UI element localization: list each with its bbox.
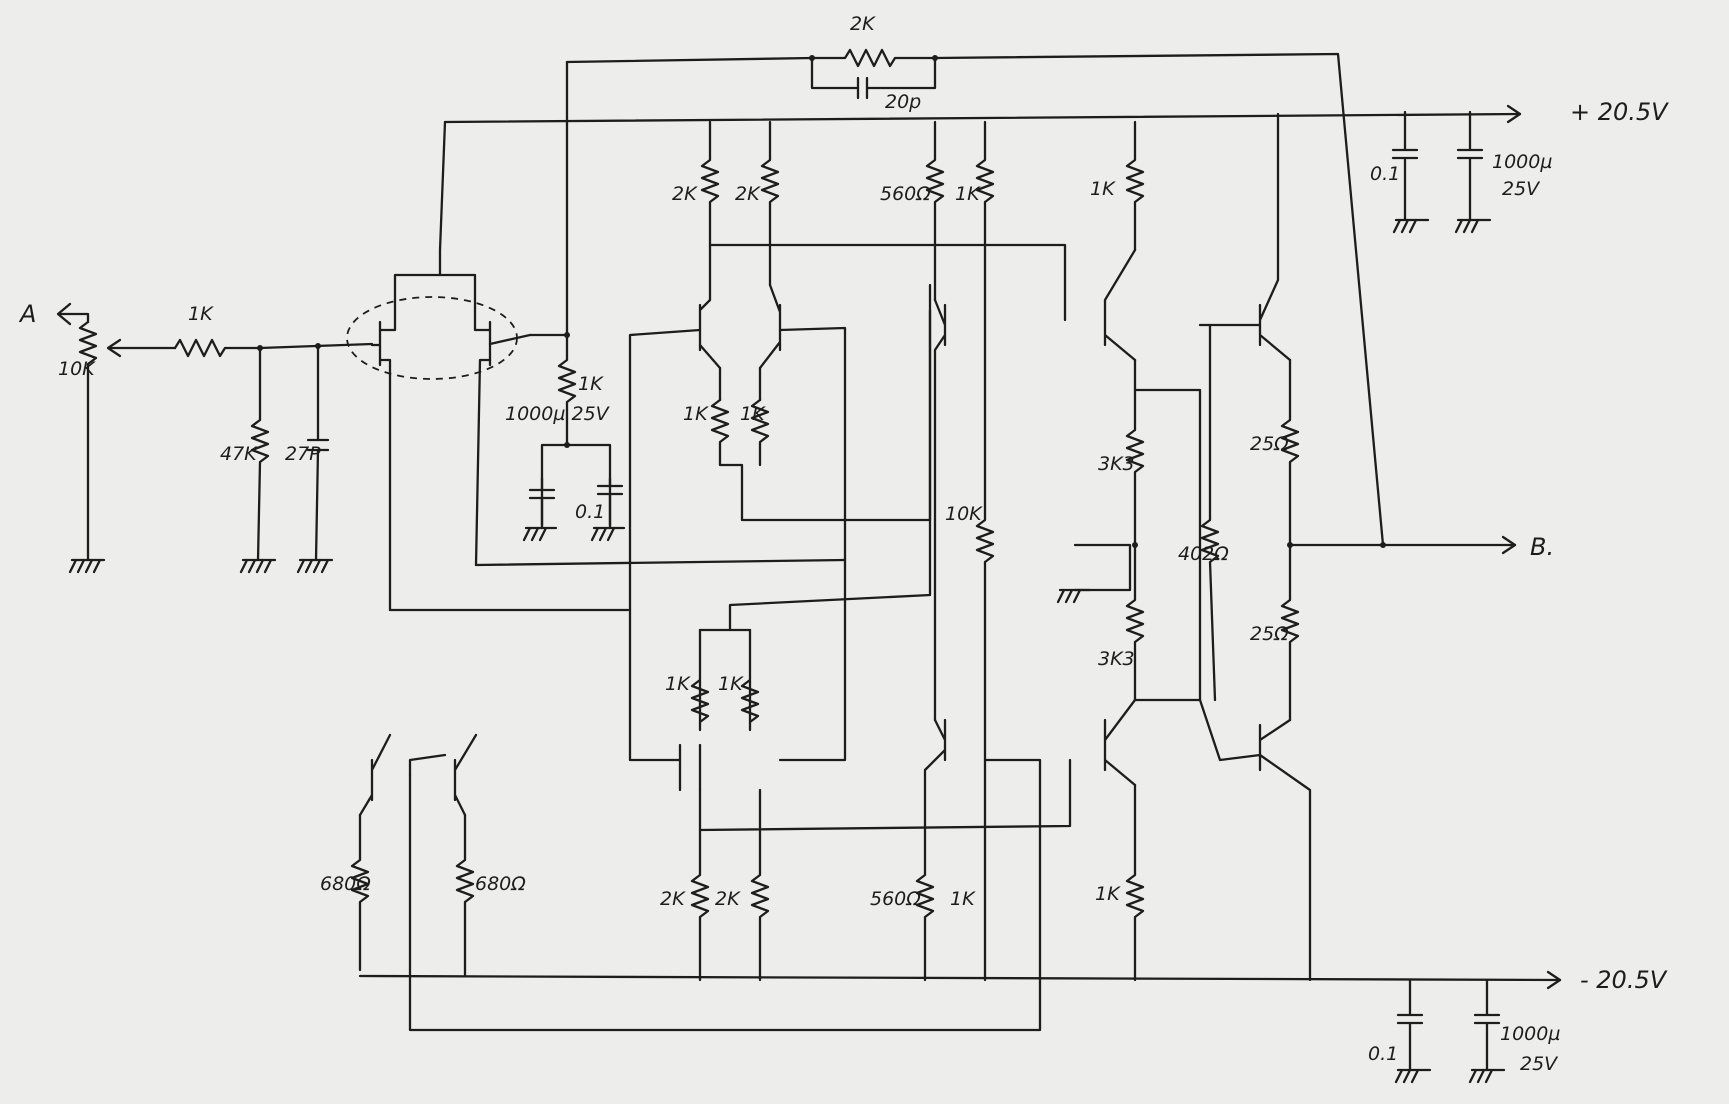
input-cap-label: 27P	[285, 443, 321, 465]
input-pair	[346, 120, 612, 612]
bias-top-resistor-label: 1K	[1090, 178, 1116, 200]
negative-supply-label: - 20.5V	[1580, 966, 1668, 994]
input-resistor-label: 1K	[188, 303, 214, 325]
vas-top-left-resistor-label: 2K	[672, 183, 698, 205]
bias-bottom-resistor-label: 1K	[1095, 883, 1121, 905]
input-section	[56, 302, 374, 562]
feedback-ground-resistor-label: 1K	[578, 373, 604, 395]
vas-bottom-2k-right-label: 2K	[715, 888, 741, 910]
vas-emitter-left-label: 1K	[683, 403, 709, 425]
volume-pot-label: 10K	[58, 358, 96, 380]
positive-rail	[443, 104, 1522, 124]
vas-bottom	[388, 308, 1072, 982]
bias-resistor-label: 47K	[220, 443, 258, 465]
driver-10k-label: 10K	[945, 503, 983, 525]
bias-3k3-top-label: 3K3	[1098, 453, 1135, 475]
current-mirror	[350, 733, 478, 977]
vas-bottom-left-resistor-label: 1K	[665, 673, 691, 695]
labels: A B. + 20.5V - 20.5V 2K 20p 10K 1K 47K 2…	[18, 13, 1669, 1075]
vas-top	[628, 120, 1067, 762]
vas-bottom-2k-left-label: 2K	[660, 888, 686, 910]
supply-decoupling	[1391, 110, 1501, 1072]
feedback-resistor-label: 2K	[850, 13, 876, 35]
bias-cap-label: 1000µ 25V	[505, 403, 611, 425]
positive-supply-label: + 20.5V	[1570, 98, 1669, 126]
bias-3k3-bottom-label: 3K3	[1098, 648, 1135, 670]
output-stage	[1198, 112, 1517, 982]
bottom-decoupling-small-label: 0.1	[1368, 1043, 1398, 1065]
port-b-label: B.	[1530, 533, 1554, 561]
vas-top-right-resistor-label: 2K	[735, 183, 761, 205]
driver-bottom-resistor-label: 560Ω	[870, 888, 921, 910]
feedback-network	[565, 48, 1385, 547]
mirror-right-resistor-label: 680Ω	[475, 873, 526, 895]
output-402-label: 402Ω	[1178, 543, 1229, 565]
bias-caps	[528, 476, 624, 530]
driver-stage	[408, 120, 1042, 1032]
output-emitter-top-label: 25Ω	[1250, 433, 1289, 455]
driver-top-1k-label: 1K	[955, 183, 981, 205]
bias-network	[1103, 120, 1202, 982]
feedback-cap-label: 20p	[885, 91, 921, 113]
top-decoupling-voltage-label: 25V	[1502, 178, 1541, 200]
vas-emitter-right-label: 1K	[740, 403, 766, 425]
top-decoupling-big-label: 1000µ	[1492, 151, 1552, 173]
bottom-decoupling-big-label: 1000µ	[1500, 1023, 1560, 1045]
vas-bottom-right-resistor-label: 1K	[718, 673, 744, 695]
top-decoupling-small-label: 0.1	[1370, 163, 1400, 185]
mirror-left-resistor-label: 680Ω	[320, 873, 371, 895]
small-cap-label: 0.1	[575, 501, 605, 523]
driver-bottom-1k-label: 1K	[950, 888, 976, 910]
driver-top-resistor-label: 560Ω	[880, 183, 931, 205]
bottom-decoupling-voltage-label: 25V	[1520, 1053, 1559, 1075]
negative-rail	[358, 970, 1562, 990]
port-a-label: A	[18, 300, 36, 328]
output-emitter-bottom-label: 25Ω	[1250, 623, 1289, 645]
